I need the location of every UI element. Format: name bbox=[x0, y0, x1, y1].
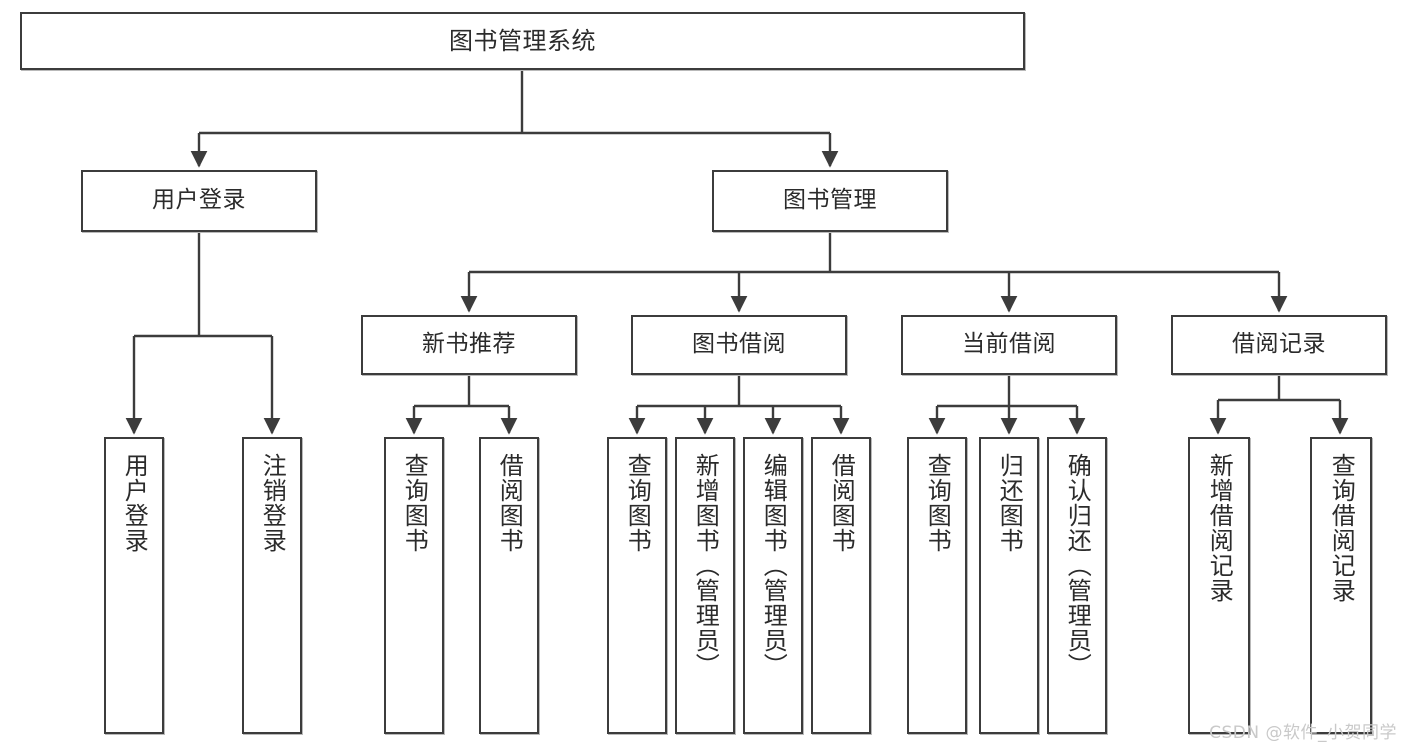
node-label: 用户登录 bbox=[120, 453, 149, 553]
node-borrow-record[interactable]: 借阅记录 bbox=[1171, 315, 1387, 375]
node-label: 编辑图书（管理员） bbox=[759, 453, 788, 678]
node-label: 借阅图书 bbox=[495, 453, 524, 553]
node-label: 确认归还（管理员） bbox=[1063, 453, 1092, 678]
csdn-watermark: CSDN @软件_小贺同学 bbox=[1209, 723, 1397, 743]
node-label: 查询图书 bbox=[623, 453, 652, 553]
node-root-system[interactable]: 图书管理系统 bbox=[20, 12, 1025, 70]
node-book-borrow[interactable]: 图书借阅 bbox=[631, 315, 847, 375]
node-label: 注销登录 bbox=[258, 453, 287, 553]
node-label: 查询图书 bbox=[400, 453, 429, 553]
node-label: 归还图书 bbox=[995, 453, 1024, 553]
node-label: 图书借阅 bbox=[692, 331, 786, 358]
leaf-borrow-edit-book-admin[interactable]: 编辑图书（管理员） bbox=[743, 437, 803, 734]
node-current-borrow[interactable]: 当前借阅 bbox=[901, 315, 1117, 375]
node-label: 查询图书 bbox=[923, 453, 952, 553]
node-user-login[interactable]: 用户登录 bbox=[81, 170, 317, 232]
node-label: 新增借阅记录 bbox=[1205, 453, 1234, 603]
node-label: 用户登录 bbox=[152, 187, 246, 214]
leaf-user-login-signin[interactable]: 用户登录 bbox=[104, 437, 164, 734]
leaf-borrow-query-book[interactable]: 查询图书 bbox=[607, 437, 667, 734]
leaf-borrow-add-book-admin[interactable]: 新增图书（管理员） bbox=[675, 437, 735, 734]
leaf-current-confirm-return-admin[interactable]: 确认归还（管理员） bbox=[1047, 437, 1107, 734]
node-label: 当前借阅 bbox=[962, 331, 1056, 358]
leaf-record-add-record[interactable]: 新增借阅记录 bbox=[1188, 437, 1250, 734]
leaf-borrow-borrow-book[interactable]: 借阅图书 bbox=[811, 437, 871, 734]
leaf-record-query-record[interactable]: 查询借阅记录 bbox=[1310, 437, 1372, 734]
node-book-management[interactable]: 图书管理 bbox=[712, 170, 948, 232]
node-label: 借阅图书 bbox=[827, 453, 856, 553]
node-label: 图书管理系统 bbox=[449, 26, 596, 55]
leaf-user-login-signout[interactable]: 注销登录 bbox=[242, 437, 302, 734]
node-label: 查询借阅记录 bbox=[1327, 453, 1356, 603]
node-label: 借阅记录 bbox=[1232, 331, 1326, 358]
node-new-book-recommend[interactable]: 新书推荐 bbox=[361, 315, 577, 375]
leaf-recommend-borrow-book[interactable]: 借阅图书 bbox=[479, 437, 539, 734]
node-label: 图书管理 bbox=[783, 187, 877, 214]
leaf-recommend-query-book[interactable]: 查询图书 bbox=[384, 437, 444, 734]
node-label: 新书推荐 bbox=[422, 331, 516, 358]
leaf-current-return-book[interactable]: 归还图书 bbox=[979, 437, 1039, 734]
node-label: 新增图书（管理员） bbox=[691, 453, 720, 678]
leaf-current-query-book[interactable]: 查询图书 bbox=[907, 437, 967, 734]
